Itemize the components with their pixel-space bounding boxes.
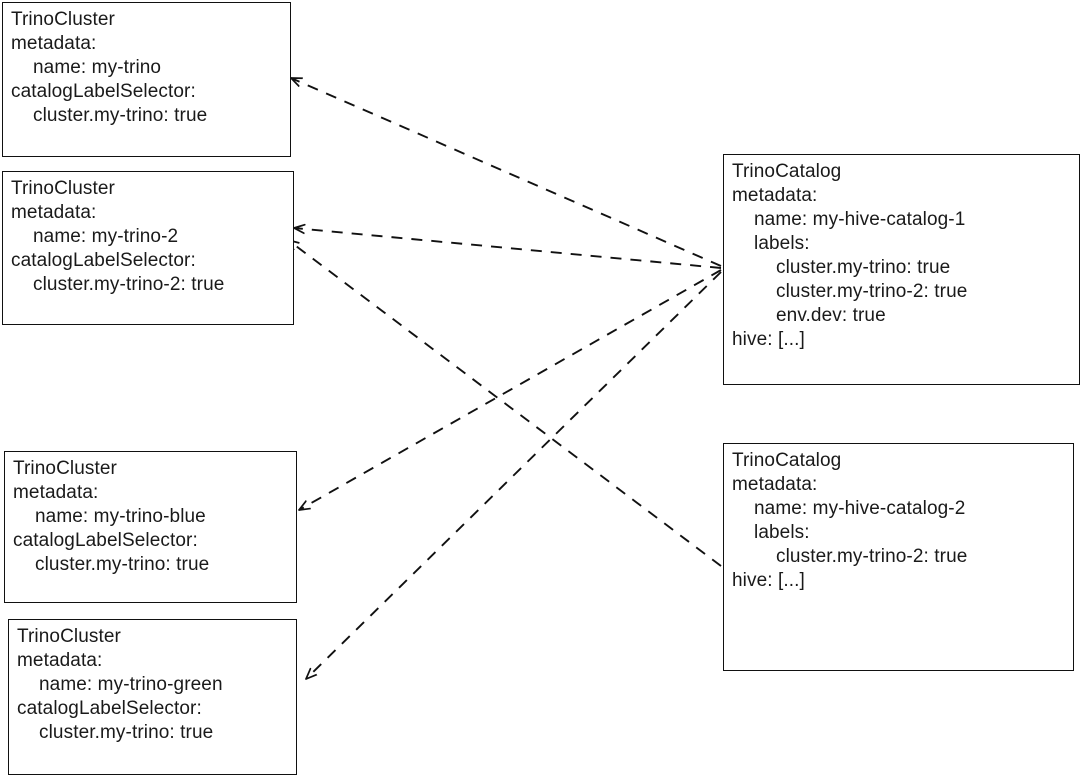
node-cluster-my-trino[interactable]: TrinoCluster metadata: name: my-trino catal… xyxy=(2,2,291,157)
node-field-line: name: my-trino-green xyxy=(39,674,223,695)
node-kind-label: TrinoCluster xyxy=(11,9,115,30)
node-field-line: name: my-trino-2 xyxy=(33,226,179,247)
edge-catalog1-to-my-trino xyxy=(291,77,722,267)
node-field-line: catalogLabelSelector: xyxy=(11,81,196,102)
node-kind-label: TrinoCluster xyxy=(17,626,121,647)
node-field-line: labels: xyxy=(754,522,810,543)
node-cluster-my-trino-2[interactable]: TrinoCluster metadata: name: my-trino-2 cat… xyxy=(2,171,294,325)
node-field-line: cluster.my-trino-2: true xyxy=(776,281,968,302)
node-field-line: hive: [...] xyxy=(732,329,805,350)
edge-catalog2-to-my-trino-2 xyxy=(288,240,722,567)
node-field-line: metadata: xyxy=(11,202,97,223)
node-field-line: metadata: xyxy=(17,650,103,671)
node-cluster-my-trino-blue[interactable]: TrinoCluster metadata: name: my-trino-blue… xyxy=(4,451,297,603)
node-kind-label: TrinoCluster xyxy=(13,458,117,479)
node-field-line: cluster.my-trino-2: true xyxy=(776,546,968,567)
node-field-line: metadata: xyxy=(11,33,97,54)
node-field-line: catalogLabelSelector: xyxy=(17,698,202,719)
node-field-line: name: my-hive-catalog-1 xyxy=(754,209,966,230)
node-field-line: env.dev: true xyxy=(776,305,886,326)
node-field-line: catalogLabelSelector: xyxy=(13,530,198,551)
node-cluster-my-trino-green[interactable]: TrinoCluster metadata: name: my-trino-gree… xyxy=(8,619,297,775)
node-field-line: cluster.my-trino: true xyxy=(33,105,208,126)
node-field-line: cluster.my-trino: true xyxy=(39,722,214,743)
node-field-line: catalogLabelSelector: xyxy=(11,250,196,271)
node-field-line: hive: [...] xyxy=(732,570,805,591)
node-field-line: cluster.my-trino-2: true xyxy=(33,274,225,295)
node-kind-label: TrinoCatalog xyxy=(732,161,842,182)
node-field-line: metadata: xyxy=(732,185,818,206)
node-field-line: cluster.my-trino: true xyxy=(776,257,951,278)
edge-catalog1-to-my-trino-blue xyxy=(299,269,722,510)
node-kind-label: TrinoCluster xyxy=(11,178,115,199)
node-field-line: name: my-hive-catalog-2 xyxy=(754,498,966,519)
node-kind-label: TrinoCatalog xyxy=(732,450,842,471)
node-field-line: name: my-trino xyxy=(33,57,162,78)
node-catalog-my-hive-catalog-1[interactable]: TrinoCatalog metadata: name: my-hive-catal… xyxy=(723,154,1080,385)
node-catalog-my-hive-catalog-2[interactable]: TrinoCatalog metadata: name: my-hive-catal… xyxy=(723,443,1074,671)
edge-catalog1-to-my-trino-2 xyxy=(294,228,722,269)
node-field-line: name: my-trino-blue xyxy=(35,506,206,527)
node-field-line: labels: xyxy=(754,233,810,254)
node-field-line: metadata: xyxy=(13,482,99,503)
node-field-line: metadata: xyxy=(732,474,818,495)
node-field-line: cluster.my-trino: true xyxy=(35,554,210,575)
edge-catalog1-to-my-trino-green xyxy=(306,271,722,679)
